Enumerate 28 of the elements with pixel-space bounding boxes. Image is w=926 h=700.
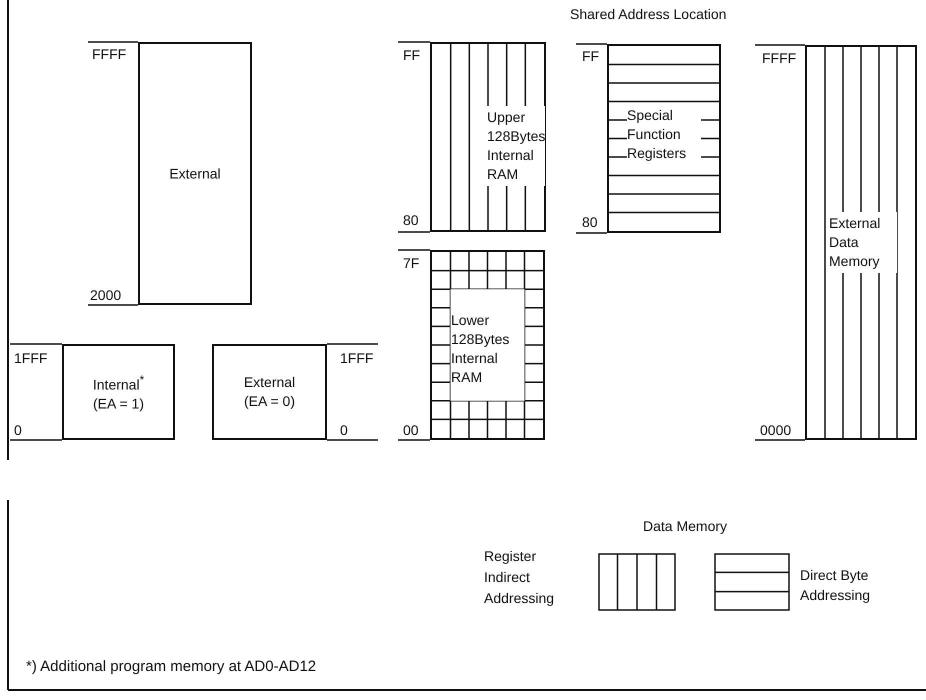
- address-label: 00: [403, 422, 419, 438]
- memory-block: [430, 42, 546, 232]
- address-label: FFFF: [92, 46, 126, 62]
- heading: Shared Address Location: [570, 6, 726, 22]
- legend-label: Register Indirect Addressing: [484, 547, 556, 608]
- address-label: 2000: [90, 287, 122, 303]
- address-label: 1FFF: [14, 350, 48, 366]
- address-label: 1FFF: [340, 350, 374, 366]
- block-label: Upper 128Bytes Internal RAM: [487, 106, 545, 186]
- memory-block: [212, 344, 327, 440]
- memory-block: [805, 45, 917, 440]
- memory-block: [62, 344, 175, 440]
- address-label: FF: [582, 48, 600, 64]
- address-label: 0: [340, 422, 348, 438]
- block-label: External Data Memory: [829, 212, 897, 273]
- memory-block: [430, 250, 545, 440]
- address-label: FF: [403, 47, 420, 63]
- legend-title: Data Memory: [643, 518, 728, 534]
- memory-block: [607, 44, 721, 233]
- address-label: FFFF: [762, 50, 796, 66]
- legend-label: Direct Byte Addressing: [800, 566, 872, 605]
- address-label: 0000: [760, 422, 792, 438]
- memory-block: [138, 42, 252, 305]
- address-label: 7F: [403, 255, 420, 271]
- footnote: *) Additional program memory at AD0-AD12: [26, 658, 316, 675]
- address-label: 80: [403, 212, 419, 228]
- address-label: 80: [582, 214, 598, 230]
- address-label: 0: [14, 422, 22, 438]
